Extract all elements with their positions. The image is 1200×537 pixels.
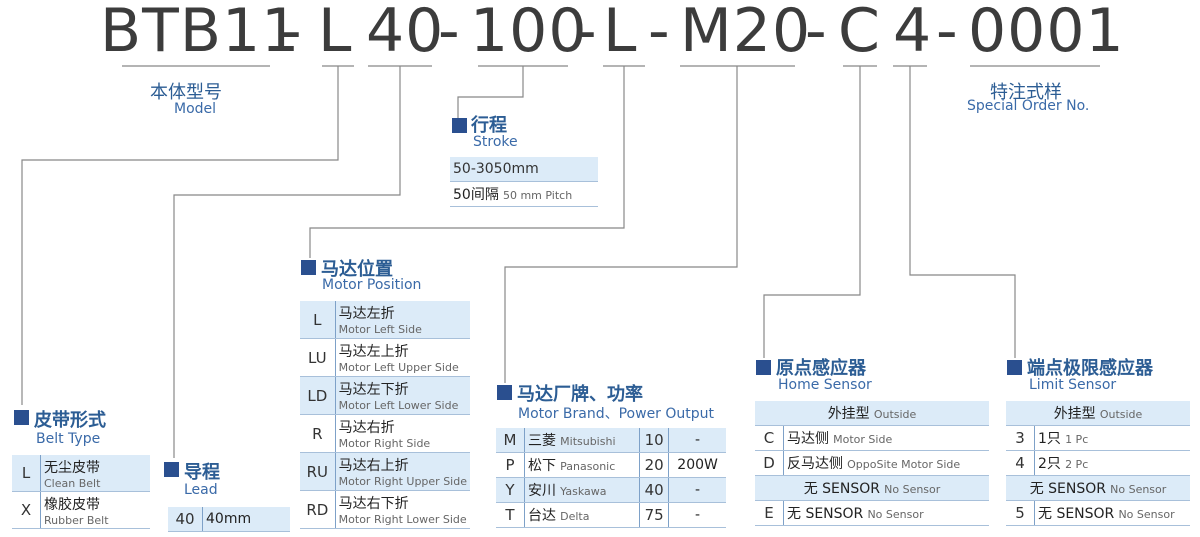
limit-title: 端点极限感应器 xyxy=(1027,358,1153,379)
table-row: 40 40mm xyxy=(168,507,290,532)
code-dash: - xyxy=(936,0,959,66)
lead-table: 40 40mm xyxy=(168,507,290,532)
stroke-table: 50-3050mm 50间隔 50 mm Pitch xyxy=(450,157,598,207)
model-title: 本体型号 xyxy=(150,82,222,103)
bullet-square-icon xyxy=(497,385,512,400)
bullet-square-icon xyxy=(301,260,316,275)
home-title: 原点感应器 xyxy=(776,358,866,379)
code-dash: - xyxy=(805,0,828,66)
belt-subtitle: Belt Type xyxy=(36,431,101,447)
code-dash: - xyxy=(648,0,671,66)
code-stroke: 100 xyxy=(470,0,588,66)
limit-subtitle: Limit Sensor xyxy=(1029,377,1117,393)
code-motor-pos: L xyxy=(603,0,638,66)
stroke-range: 50-3050mm xyxy=(450,157,598,182)
code-dash: - xyxy=(575,0,598,66)
code-lead: 40 xyxy=(366,0,445,66)
lead-subtitle: Lead xyxy=(184,482,218,498)
bullet-square-icon xyxy=(14,410,29,425)
code-dash: - xyxy=(280,0,303,66)
belt-title: 皮带形式 xyxy=(34,410,106,431)
bullet-square-icon xyxy=(164,462,179,477)
special-title: 特注式样 xyxy=(990,82,1062,103)
code-home: C xyxy=(838,0,881,66)
special-subtitle: Special Order No. xyxy=(967,98,1090,114)
motor-brand-subtitle: Motor Brand、Power Output xyxy=(518,406,715,422)
code-belt: L xyxy=(318,0,353,66)
code-limit: 4 xyxy=(893,0,933,66)
code-special: 0001 xyxy=(968,0,1125,66)
table-row: 无 SENSOR No Sensor xyxy=(755,475,989,501)
model-subtitle: Model xyxy=(174,101,217,117)
table-row: 外挂型 Outside xyxy=(1006,401,1190,426)
bullet-square-icon xyxy=(1007,360,1022,375)
stroke-title: 行程 xyxy=(471,115,507,136)
table-row: 无 SENSOR No Sensor xyxy=(1006,475,1190,501)
code-body: BTB11 xyxy=(100,0,301,66)
code-dash: - xyxy=(438,0,461,66)
table-row: 外挂型 Outside xyxy=(755,401,989,426)
stroke-pitch: 50间隔 50 mm Pitch xyxy=(450,181,598,207)
motor-pos-title: 马达位置 xyxy=(321,259,393,280)
home-subtitle: Home Sensor xyxy=(778,377,872,393)
motor-pos-subtitle: Motor Position xyxy=(322,277,422,293)
bullet-square-icon xyxy=(756,360,771,375)
bullet-square-icon xyxy=(452,118,467,133)
stroke-subtitle: Stroke xyxy=(473,134,518,150)
motor-brand-title: 马达厂牌、功率 xyxy=(517,384,643,405)
lead-title: 导程 xyxy=(184,462,220,483)
code-motor-brand: M20 xyxy=(680,0,812,66)
